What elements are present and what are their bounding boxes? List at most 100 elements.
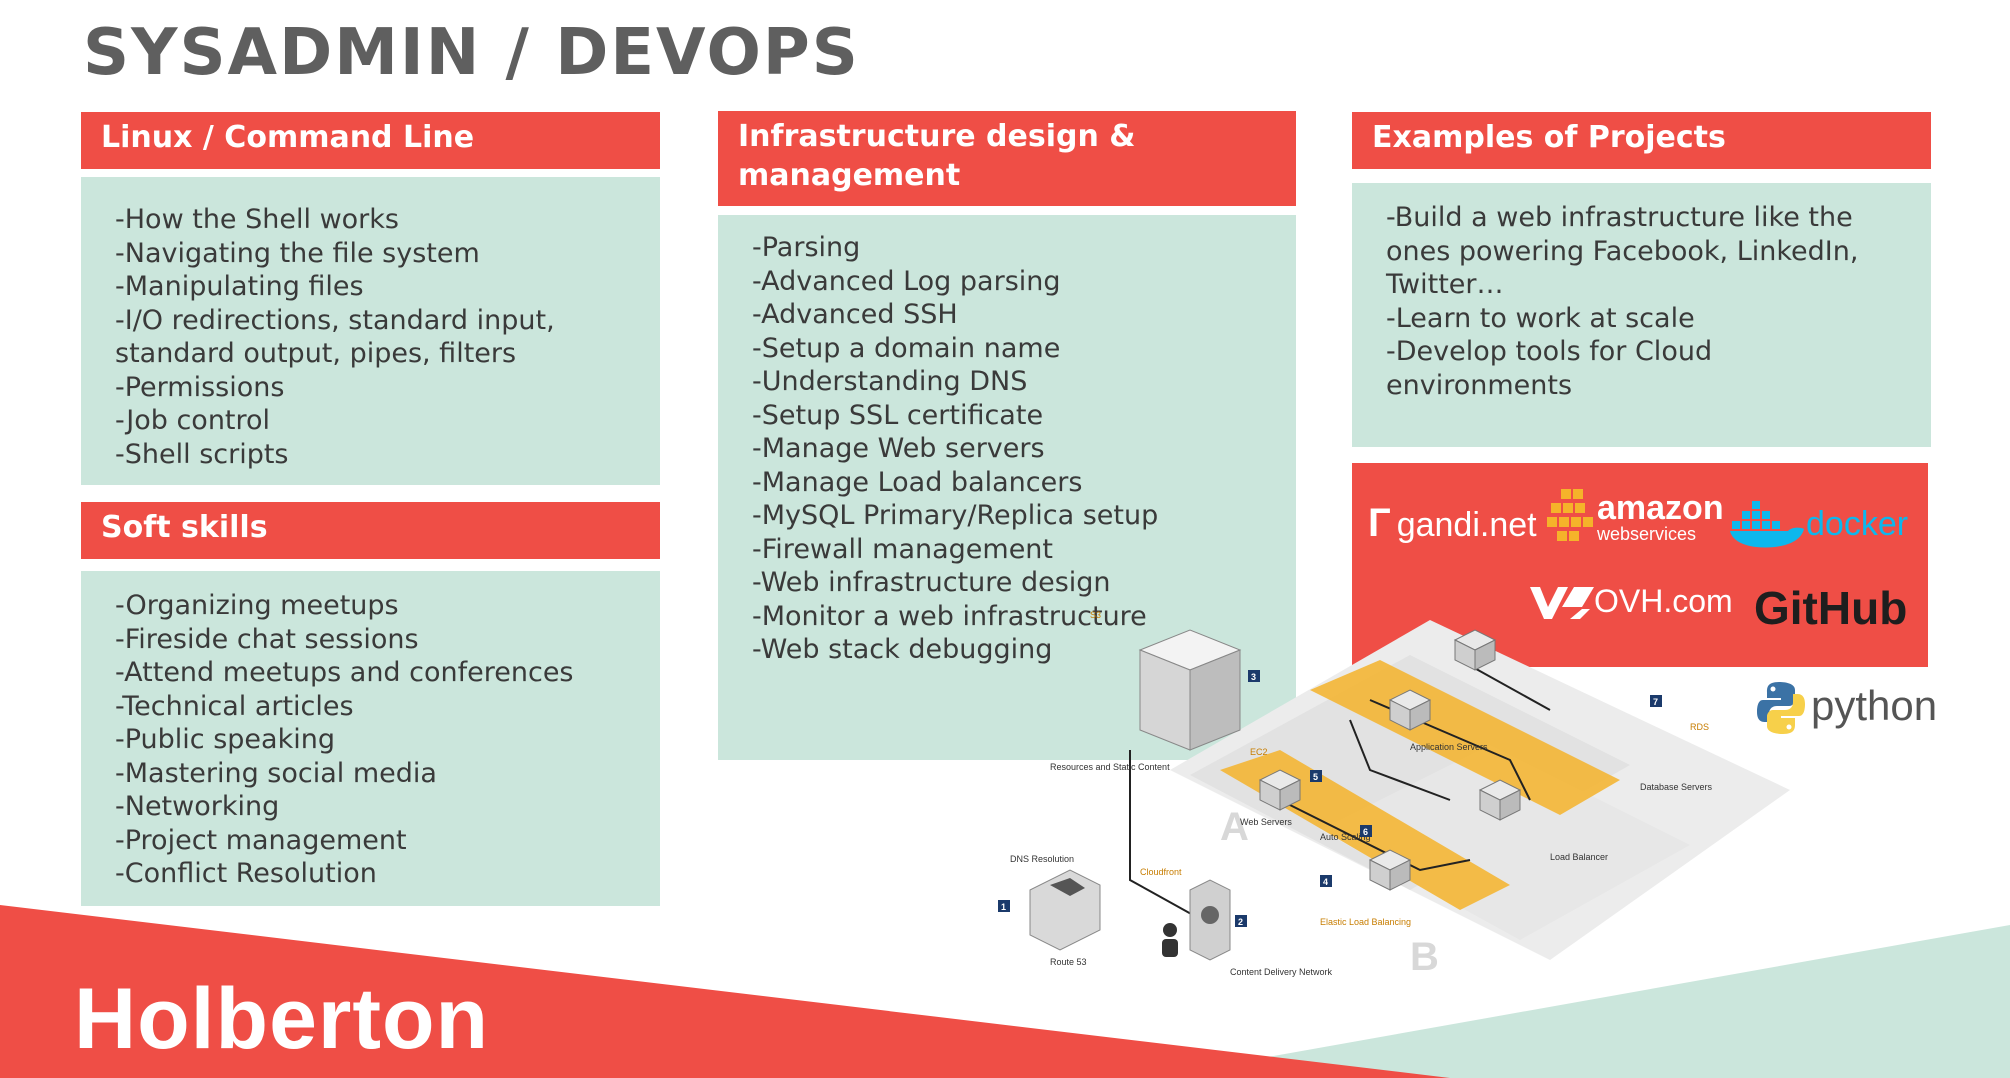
page-title: SYSADMIN / DEVOPS <box>83 16 860 90</box>
badge-3 <box>1248 670 1260 682</box>
s3-label: S3 <box>1090 610 1101 620</box>
web-server-cube <box>1258 769 1302 811</box>
zone-a-label: A <box>1220 805 1249 849</box>
list-item: -Manage Load balancers <box>752 466 1083 498</box>
route53-label: Route 53 <box>1050 957 1087 967</box>
amazon-logo-text: amazon <box>1597 489 1724 527</box>
list-item: -Fireside chat sessions <box>115 623 419 655</box>
badge-1 <box>998 900 1010 912</box>
list-item: ones powering Facebook, LinkedIn, <box>1386 235 1859 267</box>
user-icon <box>1162 923 1178 957</box>
docker-logo-text: docker <box>1806 505 1909 543</box>
list-item: -Firewall management <box>752 533 1054 565</box>
soft-skills-panel: -Organizing meetups -Fireside chat sessi… <box>81 571 660 906</box>
list-item: -Manipulating files <box>115 271 364 302</box>
list-item: -Mastering social media <box>115 757 437 789</box>
infrastructure-header-line2: management <box>738 158 961 193</box>
list-item: -Manage Web servers <box>752 433 1045 464</box>
footer-red-band <box>0 905 1450 1078</box>
list-item: -Web stack debugging <box>752 634 1053 665</box>
linux-header-label: Linux / Command Line <box>101 120 475 155</box>
load-balancer-label: Load Balancer <box>1550 852 1608 862</box>
soft-skills-header: Soft skills <box>81 502 660 559</box>
svg-text:7: 7 <box>1653 697 1658 707</box>
list-item: -Web infrastructure design <box>752 567 1111 598</box>
db-servers-label: Database Servers <box>1640 782 1713 792</box>
gandi-icon: Г <box>1368 501 1391 545</box>
auto-scaling-label: Auto Scaling <box>1320 832 1371 842</box>
list-item: -Conflict Resolution <box>115 858 377 889</box>
list-item: -Develop tools for Cloud <box>1386 336 1713 367</box>
list-item: -Job control <box>115 405 271 436</box>
list-item: -I/O redirections, standard input, <box>115 304 555 336</box>
list-item: -Build a web infrastructure like the <box>1386 202 1853 233</box>
list-item: -Learn to work at scale <box>1386 302 1695 334</box>
list-item: -Parsing <box>752 232 861 263</box>
list-item: -Networking <box>115 791 280 822</box>
list-item: -MySQL Primary/Replica setup <box>752 500 1159 531</box>
list-item: -Shell scripts <box>115 438 289 470</box>
linux-topics-panel: -How the Shell works -Navigating the fil… <box>81 177 660 485</box>
badge-5 <box>1310 770 1322 782</box>
badge-7 <box>1650 695 1662 707</box>
docker-whale-icon <box>1730 501 1804 548</box>
list-item: -Setup a domain name <box>752 332 1061 364</box>
list-item: -Project management <box>115 824 407 856</box>
infrastructure-header-line1: Infrastructure design & <box>738 119 1136 154</box>
examples-header: Examples of Projects <box>1352 112 1931 169</box>
rds-label: RDS <box>1690 722 1709 732</box>
dns-resolution-label: DNS Resolution <box>1010 854 1074 864</box>
list-item: -Organizing meetups <box>115 590 399 621</box>
s3-bucket-cube <box>1138 629 1242 751</box>
zone-b-label: B <box>1410 935 1439 979</box>
list-item: -How the Shell works <box>115 204 399 235</box>
svg-text:4: 4 <box>1323 877 1328 887</box>
route53-shape <box>1029 869 1101 951</box>
python-snakes-icon <box>1757 682 1805 734</box>
web-server-cube <box>1368 849 1412 891</box>
list-item: -Navigating the file system <box>115 237 480 269</box>
list-item: -Advanced Log parsing <box>752 265 1061 297</box>
list-item: -Monitor a web infrastructure <box>752 600 1147 632</box>
badge-6 <box>1360 825 1372 837</box>
holberton-logo: Holberton <box>74 971 490 1067</box>
python-logo-text: python <box>1811 682 1938 729</box>
cdn-label: Content Delivery Network <box>1230 967 1333 977</box>
infrastructure-header: Infrastructure design & management <box>718 111 1296 206</box>
aws-cubes-icon <box>1547 489 1593 541</box>
app-server-cube <box>1478 779 1522 821</box>
ovh-logo-text: OVH.com <box>1594 583 1733 619</box>
aws-architecture-diagram: A B DNS Resolution Route 53 Cloudfront C… <box>998 610 1790 979</box>
examples-panel: -Build a web infrastructure like the one… <box>1352 183 1931 447</box>
ovh-icon <box>1530 587 1594 619</box>
list-item: standard output, pipes, filters <box>115 338 517 369</box>
gandi-logo-text: gandi.net <box>1396 506 1537 544</box>
svg-text:5: 5 <box>1313 772 1318 782</box>
linux-header: Linux / Command Line <box>81 112 660 169</box>
cloudfront-label: Cloudfront <box>1140 867 1182 877</box>
app-server-cube <box>1388 689 1432 731</box>
list-item: -Permissions <box>115 371 285 403</box>
list-item: -Public speaking <box>115 724 335 755</box>
svg-text:1: 1 <box>1001 902 1006 912</box>
svg-text:3: 3 <box>1251 672 1256 682</box>
list-item: -Technical articles <box>115 690 354 722</box>
wire <box>1349 719 1451 801</box>
soft-skills-header-label: Soft skills <box>101 510 268 545</box>
web-servers-label: Web Servers <box>1240 817 1292 827</box>
svg-text:6: 6 <box>1363 827 1368 837</box>
ec2-label: EC2 <box>1250 747 1268 757</box>
elb-label: Elastic Load Balancing <box>1320 917 1411 927</box>
app-servers-label: Application Servers <box>1410 742 1488 752</box>
github-logo: GitHub <box>1754 582 1908 634</box>
list-item: -Setup SSL certificate <box>752 399 1044 431</box>
list-item: environments <box>1386 369 1573 401</box>
database-server-cube <box>1453 629 1497 671</box>
list-item: -Attend meetups and conferences <box>115 657 574 688</box>
resources-label: Resources and Static Content <box>1050 762 1170 772</box>
examples-header-label: Examples of Projects <box>1372 120 1726 155</box>
zone-a-plate <box>1190 655 1630 890</box>
cloudfront-shape <box>1189 879 1231 961</box>
